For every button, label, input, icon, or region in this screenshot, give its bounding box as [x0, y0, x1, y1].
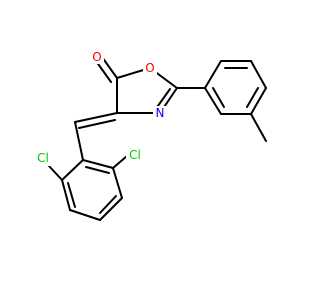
atom-o-carbonyl: O [92, 50, 101, 64]
atom-labels: O O N Cl Cl [34, 50, 167, 166]
bond-c5-o-carbonyl [101, 56, 118, 79]
bond-cl-right [112, 155, 128, 169]
bond-methyl [250, 113, 267, 142]
bond-c4-ch [74, 112, 118, 123]
bond-dcp-6 [82, 159, 114, 169]
bond-dcp-inner-3 [85, 166, 110, 174]
atom-cl-right: Cl [129, 148, 141, 162]
tolyl-ring [176, 60, 267, 142]
molecule-diagram: O O N Cl Cl [34, 50, 267, 221]
bond-cl-left [48, 165, 63, 181]
bond-dcp-4 [99, 197, 123, 221]
oxazolone-ring [95, 56, 178, 114]
bond-tolyl-1 [204, 60, 222, 89]
dichlorophenyl-ring [48, 155, 128, 221]
bond-dcp-inner-2 [99, 195, 117, 214]
bond-c4-ch-double [78, 119, 116, 129]
bond-tolyl-3 [250, 60, 267, 89]
bond-tolyl-6 [204, 87, 222, 115]
bond-tolyl-inner-3 [212, 87, 225, 108]
bond-dcp-inner-1 [67, 182, 76, 208]
atom-cl-left: Cl [37, 151, 49, 165]
atom-o-ring: O [145, 61, 154, 75]
bond-dcp-2 [61, 179, 71, 211]
bond-tolyl-inner-2 [246, 87, 259, 108]
bond-ch-aryl [74, 121, 84, 161]
bond-c5-o-carbonyl-double [95, 60, 112, 83]
bond-dcp-1 [61, 159, 84, 181]
bond-dcp-3 [69, 209, 101, 221]
exocyclic-alkene [74, 112, 118, 161]
atom-n-ring: N [156, 106, 165, 120]
bond-dcp-5 [112, 167, 123, 199]
bond-tolyl-4 [250, 87, 267, 115]
